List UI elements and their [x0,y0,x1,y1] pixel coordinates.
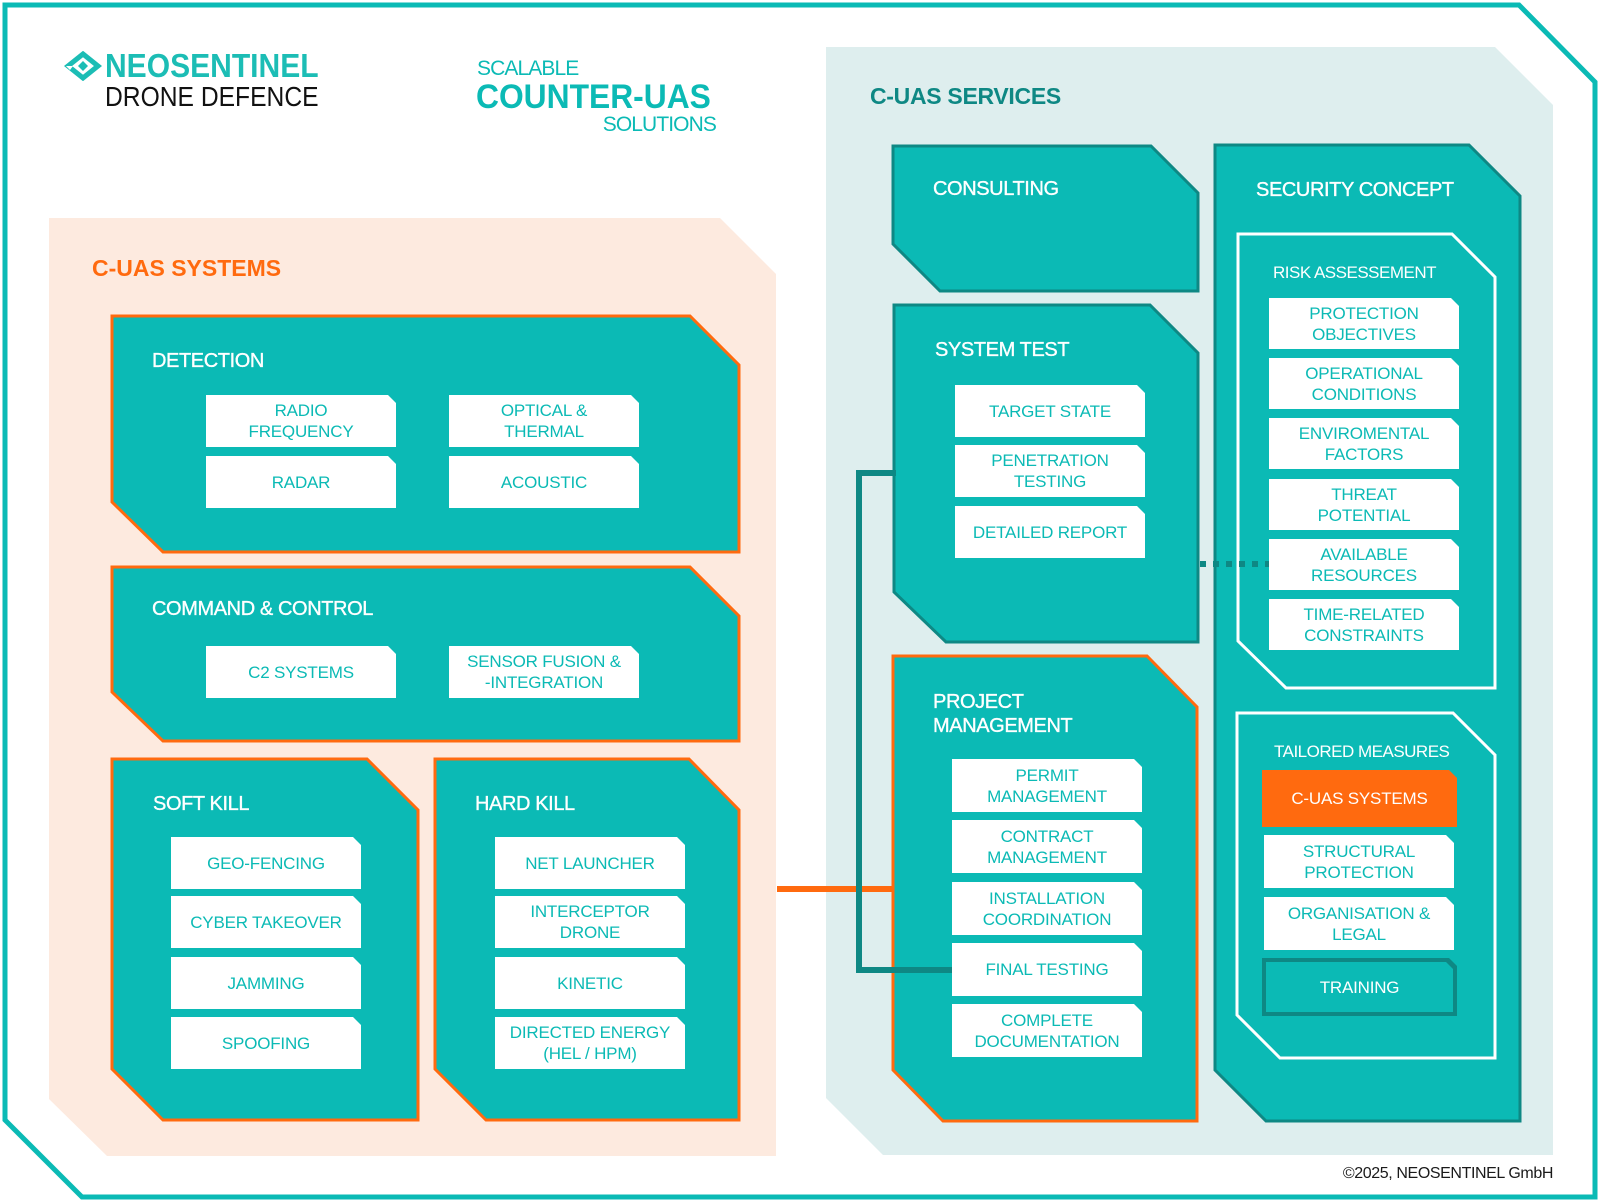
tile-label: COMPLETE DOCUMENTATION [974,1010,1120,1051]
tile-label: KINETIC [557,973,623,993]
hard-kill-item-net-launcher: NET LAUNCHER [495,837,685,889]
tailored-measures-frame [1235,711,1497,1060]
tailored-item-training: TRAINING [1262,958,1457,1016]
detection-item-acoustic: ACOUSTIC [449,456,639,508]
detection-item-radio-frequency: RADIO FREQUENCY [206,395,396,447]
risk-item-environmental-factors: ENVIROMENTAL FACTORS [1269,418,1459,469]
tile-label: JAMMING [227,973,305,993]
tile-label: PERMIT MANAGEMENT [987,765,1107,806]
brand-tagline: DRONE DEFENCE [105,81,319,112]
risk-item-protection-objectives: PROTECTION OBJECTIVES [1269,298,1459,349]
hard-kill-item-kinetic: KINETIC [495,957,685,1009]
system-test-item-target-state: TARGET STATE [955,385,1145,437]
tailored-measures-title: TAILORED MEASURES [1274,742,1450,761]
tile-label: OPTICAL & THERMAL [500,401,588,441]
copyright-notice: ©2025, NEOSENTINEL GmbH [1342,1165,1553,1182]
detection-item-optical-thermal: OPTICAL & THERMAL [449,395,639,447]
tile-label: ACOUSTIC [500,472,588,492]
tile-label: CONTRACT MANAGEMENT [987,826,1107,867]
project-item-complete-documentation: COMPLETE DOCUMENTATION [952,1004,1142,1057]
tile-label: ORGANISATION & LEGAL [1287,903,1431,944]
project-item-permit-management: PERMIT MANAGEMENT [952,759,1142,812]
tile-label: INTERCEPTOR DRONE [530,902,650,942]
tile-label: TRAINING [1319,977,1400,997]
tile-label: THREAT POTENTIAL [1317,484,1411,525]
tile-label: STRUCTURAL PROTECTION [1302,841,1416,882]
system-test-to-final-testing-connector [856,470,953,973]
tile-label: PENETRATION TESTING [991,451,1109,491]
tile-label: ENVIROMENTAL FACTORS [1298,423,1430,464]
risk-item-available-resources: AVAILABLE RESOURCES [1269,539,1459,590]
tile-label: OPERATIONAL CONDITIONS [1305,363,1423,404]
hard-kill-item-interceptor-drone: INTERCEPTOR DRONE [495,896,685,948]
security-concept-title: SECURITY CONCEPT [1256,179,1454,201]
project-item-contract-management: CONTRACT MANAGEMENT [952,820,1142,873]
tile-label: SPOOFING [221,1033,311,1053]
soft-kill-item-cyber-takeover: CYBER TAKEOVER [171,896,361,948]
hard-kill-title: HARD KILL [475,793,576,815]
project-item-final-testing: FINAL TESTING [952,943,1142,996]
systems-title: C-UAS SYSTEMS [92,255,282,281]
project-management-title: PROJECT MANAGEMENT [933,691,1073,737]
consulting-title: CONSULTING [933,178,1059,200]
detection-item-radar: RADAR [206,456,396,508]
tailored-item-organisation-legal: ORGANISATION & LEGAL [1264,897,1454,950]
tile-label: GEO-FENCING [207,853,325,873]
tile-label: FINAL TESTING [985,960,1109,979]
hard-kill-item-directed-energy: DIRECTED ENERGY (HEL / HPM) [495,1017,685,1069]
tile-label: AVAILABLE RESOURCES [1311,544,1417,585]
tile-label: TARGET STATE [989,401,1111,421]
soft-kill-item-geo-fencing: GEO-FENCING [171,837,361,889]
tile-label: RADIO FREQUENCY [248,401,354,441]
brand-name: NEOSENTINEL [105,47,319,84]
tile-label: CYBER TAKEOVER [190,912,342,932]
tailored-item-structural-protection: STRUCTURAL PROTECTION [1264,835,1454,888]
risk-assessment-frame [1236,232,1497,690]
tile-label: PROTECTION OBJECTIVES [1309,303,1419,344]
system-test-title: SYSTEM TEST [935,339,1070,361]
tile-label: NET LAUNCHER [525,853,655,873]
consulting-box [891,144,1200,293]
system-test-item-penetration-testing: PENETRATION TESTING [955,445,1145,497]
risk-item-time-related-constraints: TIME-RELATED CONSTRAINTS [1269,599,1459,650]
tile-label: TIME-RELATED CONSTRAINTS [1303,604,1425,645]
detection-title: DETECTION [152,350,265,372]
risk-item-operational-conditions: OPERATIONAL CONDITIONS [1269,358,1459,409]
tile-label: SENSOR FUSION & -INTEGRATION [467,652,621,692]
risk-item-threat-potential: THREAT POTENTIAL [1269,479,1459,530]
headline-main: COUNTER-UAS [476,78,711,116]
tile-label: DIRECTED ENERGY (HEL / HPM) [509,1023,671,1063]
tile-label: INSTALLATION COORDINATION [982,888,1112,929]
headline-top: SCALABLE [477,57,579,80]
soft-kill-title: SOFT KILL [153,793,250,815]
command-control-item-sensor-fusion: SENSOR FUSION & -INTEGRATION [449,646,639,698]
project-item-installation-coordination: INSTALLATION COORDINATION [952,882,1142,935]
system-test-item-detailed-report: DETAILED REPORT [955,506,1145,558]
services-title: C-UAS SERVICES [870,83,1061,109]
command-control-item-c2-systems: C2 SYSTEMS [206,646,396,698]
headline-bottom: SOLUTIONS [602,113,717,136]
tailored-item-cuas-systems: C-UAS SYSTEMS [1262,770,1457,827]
command-control-title: COMMAND & CONTROL [152,598,374,620]
tile-label: C-UAS SYSTEMS [1291,789,1428,808]
tile-label: RADAR [271,472,331,492]
diamond-eye-icon [64,51,102,81]
risk-assessment-title: RISK ASSESSEMENT [1273,263,1437,282]
tile-label: DETAILED REPORT [972,522,1128,542]
tile-label: C2 SYSTEMS [248,662,354,682]
soft-kill-item-spoofing: SPOOFING [171,1017,361,1069]
soft-kill-item-jamming: JAMMING [171,957,361,1009]
